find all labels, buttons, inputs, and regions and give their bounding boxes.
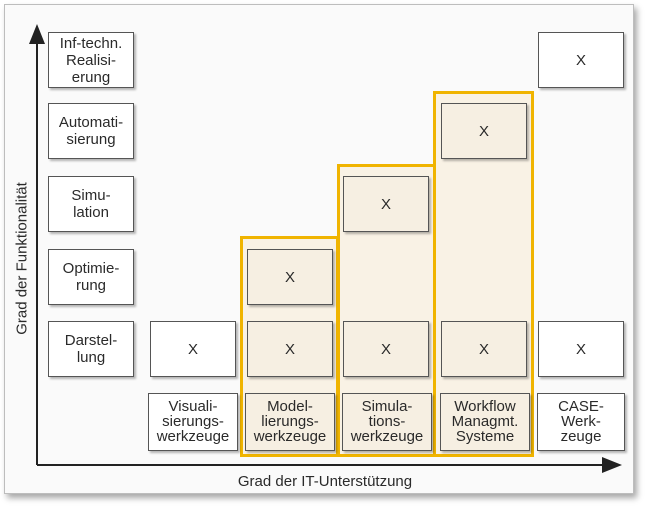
cell-case-darstellung: X [538,321,624,377]
level-optimierung: Optimie- rung [48,249,134,305]
cell-workflow-automatisierung: X [441,103,527,159]
tool-case: CASE- Werk- zeuge [537,393,625,451]
cell-simulation-simulation: X [343,176,429,232]
tool-simulation: Simula- tions- werkzeuge [342,393,432,451]
x-axis-label: Grad der IT-Unterstützung [237,473,413,490]
tool-visualisierung: Visuali- sierungs- werkzeuge [148,393,238,451]
cell-workflow-darstellung: X [441,321,527,377]
tool-workflow: Workflow Managmt. Systeme [440,393,530,451]
level-realisierung: Inf-techn. Realisi- erung [48,32,134,88]
y-axis-label: Grad der Funktionalität [13,182,31,335]
level-darstellung: Darstel- lung [48,321,134,377]
level-simulation: Simu- lation [48,176,134,232]
cell-simulation-darstellung: X [343,321,429,377]
level-automatisierung: Automati- sierung [48,103,134,159]
cell-visualisierung-darstellung: X [150,321,236,377]
cell-modellierung-darstellung: X [247,321,333,377]
cell-modellierung-optimierung: X [247,249,333,305]
cell-case-realisierung: X [538,32,624,88]
tool-modellierung: Model- lierungs- werkzeuge [245,393,335,451]
